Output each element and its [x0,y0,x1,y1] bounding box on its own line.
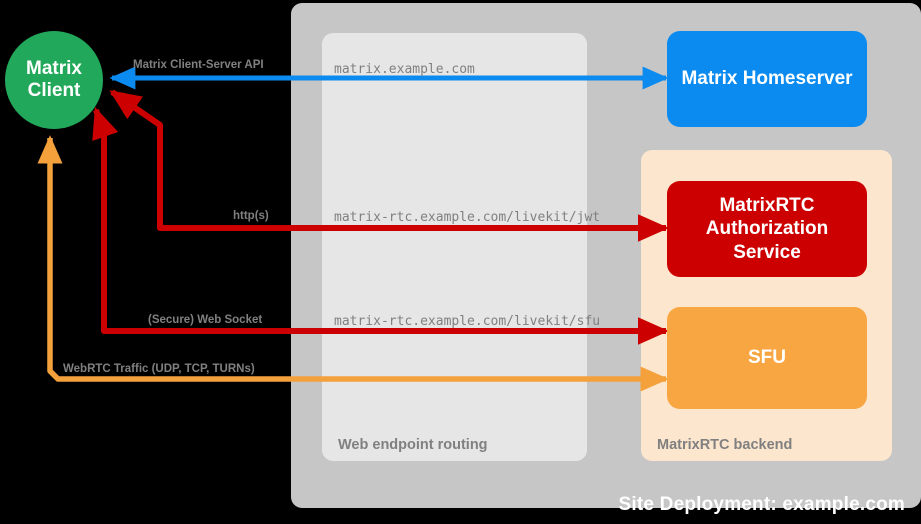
wire-label-https: http(s) [233,210,269,222]
web-endpoint-routing-container [322,33,587,461]
matrixrtc-backend-label: MatrixRTC backend [657,437,793,453]
site-deployment-label: Site Deployment: example.com [618,494,905,515]
node-matrixrtc-authorization-service[interactable]: MatrixRTC Authorization Service [667,181,867,277]
web-endpoint-routing-label: Web endpoint routing [338,437,488,453]
matrix-client-label: Matrix Client [26,58,82,102]
matrixrtc-auth-label-line2: Authorization [705,218,829,240]
node-matrix-homeserver[interactable]: Matrix Homeserver [667,31,867,127]
matrixrtc-auth-label: MatrixRTC Authorization Service [706,194,828,264]
matrix-client-label-line1: Matrix [26,58,82,80]
wire-label-secure-websocket: (Secure) Web Socket [148,314,263,326]
node-sfu[interactable]: SFU [667,307,867,409]
matrix-client-label-line2: Client [27,80,81,101]
wire-webrtc-traffic [37,135,669,392]
node-matrix-client[interactable]: Matrix Client [5,31,103,129]
matrix-homeserver-label: Matrix Homeserver [681,68,853,89]
matrixrtc-auth-label-line3: Service [733,241,801,263]
wire-label-matrix-client-server-api: Matrix Client-Server API [133,59,264,71]
endpoint-url-livekit-sfu: matrix-rtc.example.com/livekit/sfu [334,314,601,329]
matrixrtc-auth-label-line1: MatrixRTC [719,195,815,217]
endpoint-url-livekit-jwt: matrix-rtc.example.com/livekit/jwt [334,210,601,225]
wire-https-jwt [109,89,670,242]
wire-label-webrtc-traffic: WebRTC Traffic (UDP, TCP, TURNs) [63,363,255,375]
sfu-label: SFU [748,347,786,368]
wire-secure-websocket [92,107,670,345]
endpoint-url-matrix: matrix.example.com [334,62,475,77]
